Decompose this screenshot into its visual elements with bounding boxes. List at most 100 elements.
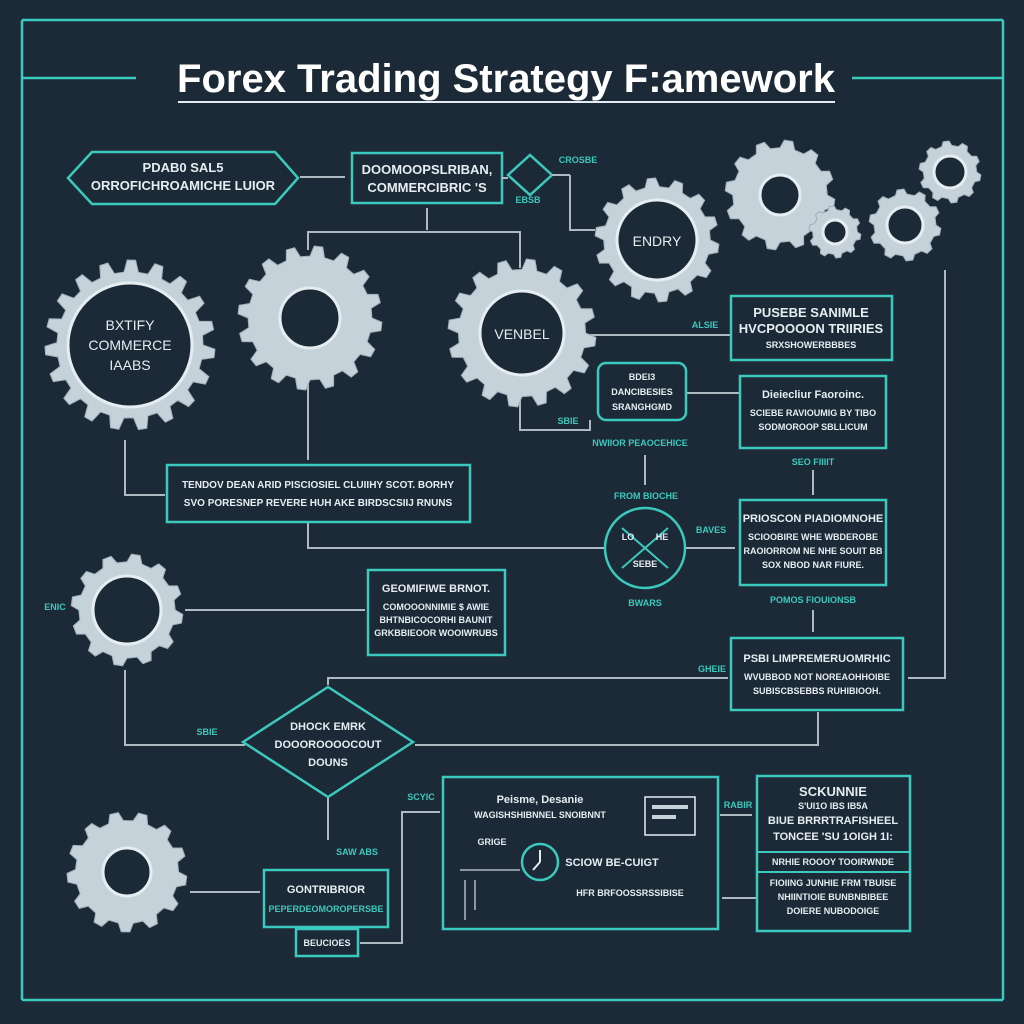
box-rb-line2: S'UI1O IBS IB5A [798,801,868,811]
box-geomifiwe-line3: BHTNBICOCORHI BAUNIT [380,615,493,625]
diamond-line2: DOOOROOOOCOUT [275,739,382,751]
edge-label: SCYIC [407,792,435,802]
gear-left [44,259,216,431]
box-geomifiwe-line4: GRKBBIEOOR WOOIWRUBS [374,628,498,638]
wide-box[interactable]: TENDOV DEAN ARID PISCIOSIEL CLUIIHY SCOT… [165,463,472,524]
edge-label: POMOS FIOUIONSB [770,595,857,605]
gear-hub [932,154,968,190]
connectors [124,175,946,944]
box-prioscon[interactable]: PRIOSCON PIADIOMNOHE SCIOOBIRE WHE WBDER… [738,498,888,587]
diamond-check[interactable]: DHOCK EMRK DOOOROOOOCOUT DOUNS [240,685,416,799]
gear-entry [594,177,720,303]
box-prioscon-line2: SCIOOBIRE WHE WBDEROBE [748,532,878,542]
frame [20,18,1005,1002]
edge-label: SAW ABS [336,847,378,857]
box-bdei3-line1: BDEI3 [629,372,656,382]
box-pusebe[interactable]: PUSEBE SANIMLE HVCPOOOON TRIIRIES SRXSHO… [729,294,894,362]
box-prioscon-line4: SOX NBOD NAR FIURE. [762,560,864,570]
box-dieiecliur[interactable]: Dieiecliur Faoroinc. SCIEBE RAVIOUMIG BY… [738,374,888,450]
small-diamond[interactable]: CROSBE EBSB [502,153,598,205]
edge-label: ENIC [44,602,66,612]
clock-hands [532,850,541,871]
box-geomifiwe[interactable]: GEOMIFIWE BRNOT. COMOOONNIMIE $ AWIE BHT… [366,568,507,657]
chart-bar [652,815,676,819]
box-psbi-line2: WVUBBOD NOT NOREAOHHOIBE [744,672,890,682]
box-psbi-line1: PSBI LIMPREMERUOMRHIC [743,653,890,665]
box-beucioes-label: BEUCIOES [303,938,350,948]
page-title: Forex Trading Strategy F:amework [177,57,836,101]
gear-icon [66,812,188,933]
box-peisme-label: GRIGE [477,837,506,847]
wide-box-line2: SVO PORESNEP REVERE HUH AKE BIRDSCSIIJ R… [184,498,453,509]
edge-label: SBIE [196,727,217,737]
gear-icon [724,139,836,251]
box-dieiecliur-line3: SODMOROOP SBLLICUM [758,422,867,432]
box-right-bottom[interactable]: SCKUNNIE S'UI1O IBS IB5A BIUE BRRRTRAFIS… [755,774,912,933]
clock-icon [520,842,560,882]
box-dieiecliur-line1: Dieiecliur Faoroinc. [762,389,864,401]
chart-thumbnail-icon [644,796,696,836]
box-pusebe-line1: PUSEBE SANIMLE [753,305,869,320]
box-pusebe-line2: HVCPOOOON TRIIRIES [739,321,884,336]
edge-label: BWARS [628,598,662,608]
gear-hub [66,281,194,409]
gear-venbel-label: VENBEL [494,326,549,342]
circle-x-node[interactable]: LO HE SEBE [603,506,687,590]
edge-label: RABIR [724,800,753,810]
hexagon-line2: ORROFICHROAMICHE LUIOR [91,178,276,193]
hexagon-node[interactable]: PDAB0 SAL5 ORROFICHROAMICHE LUIOR [66,150,300,206]
gear-icon [868,188,942,262]
box-geomifiwe-line1: GEOMIFIWE BRNOT. [382,583,490,595]
box-gontribrior-line1: GONTRIBRIOR [287,884,365,896]
diamond-line3: DOUNS [308,757,348,769]
small-diamond-label-top: CROSBE [559,155,598,165]
top-box-line2: COMMERCIBRIC 'S [367,180,487,195]
gear-icon [70,553,184,667]
box-rb-line4: TONCEE 'SU 1OIGH 1I: [773,831,893,843]
gear-icon [918,140,982,204]
gear-entry-label: ENDRY [633,233,682,249]
gear-hub [91,574,163,646]
edge-labels: ALSIE SBIE NWIIOR PEAOCEHICE FROM BIOCHE… [44,320,856,857]
gear-icon [237,245,383,391]
box-peisme[interactable]: Peisme, Desanie WAGISHSHIBNNEL SNOIBNNT … [441,775,720,931]
gear-icon [808,205,862,259]
box-prioscon-line1: PRIOSCON PIADIOMNOHE [743,513,884,525]
box-gontribrior[interactable]: GONTRIBRIOR PEPERDEOMOROPERSBE [262,868,390,929]
small-diamond-label-bottom: EBSB [515,195,541,205]
box-rb-line7: NHIINTIOIE BUNBNBIBEE [778,892,889,902]
box-rb-line5: NRHIE ROOOY TOOIRWNDE [772,857,894,867]
box-peisme-clock-label: SCIOW BE-CUIGT [565,857,659,869]
mini-chart-icon [460,869,520,920]
top-box-line1: DOOMOOPSLRIBAN, [362,162,493,177]
box-beucioes[interactable]: BEUCIOES [294,927,360,958]
top-box[interactable]: DOOMOOPSLRIBAN, COMMERCIBRIC 'S [350,151,504,205]
gear-hub [615,198,699,282]
box-psbi[interactable]: PSBI LIMPREMERUOMRHIC WVUBBOD NOT NOREAO… [729,636,905,712]
box-geomifiwe-line2: COMOOONNIMIE $ AWIE [383,602,489,612]
gear-left-line1: BXTIFY [105,317,155,333]
box-dieiecliur-line2: SCIEBE RAVIOUMIG BY TIBO [750,408,876,418]
edge-label: BAVES [696,525,726,535]
box-peisme-line3: HFR BRFOOSSRSSIBISE [576,888,684,898]
box-rb-line1: SCKUNNIE [799,784,867,799]
circle-x-tl: LO [622,532,635,542]
edge-label: SBIE [557,416,578,426]
box-peisme-line1: Peisme, Desanie [497,794,584,806]
box-psbi-line3: SUBISCBSEBBS RUHIBIOOH. [753,686,881,696]
box-rb-line3: BIUE BRRRTRAFISHEEL [768,815,898,827]
box-gontribrior-line2: PEPERDEOMOROPERSBE [268,904,383,914]
gear-hub [821,218,849,246]
circle-x-bottom: SEBE [633,559,658,569]
edge-label: FROM BIOCHE [614,491,678,501]
gear-hub [101,846,153,898]
gear-hub [885,205,925,245]
chart-bar [652,805,688,809]
box-peisme-line2: WAGISHSHIBNNEL SNOIBNNT [474,810,606,820]
box-pusebe-line3: SRXSHOWERBBBES [766,340,857,350]
edge-label: ALSIE [692,320,719,330]
box-bdei3[interactable]: BDEI3 DANCIBESIES SRANGHGMD [596,361,688,422]
box-rb-line8: DOIERE NUBODOIGE [787,906,880,916]
box-prioscon-line3: RAOIORROM NE NHE SOUIT BB [743,546,883,556]
